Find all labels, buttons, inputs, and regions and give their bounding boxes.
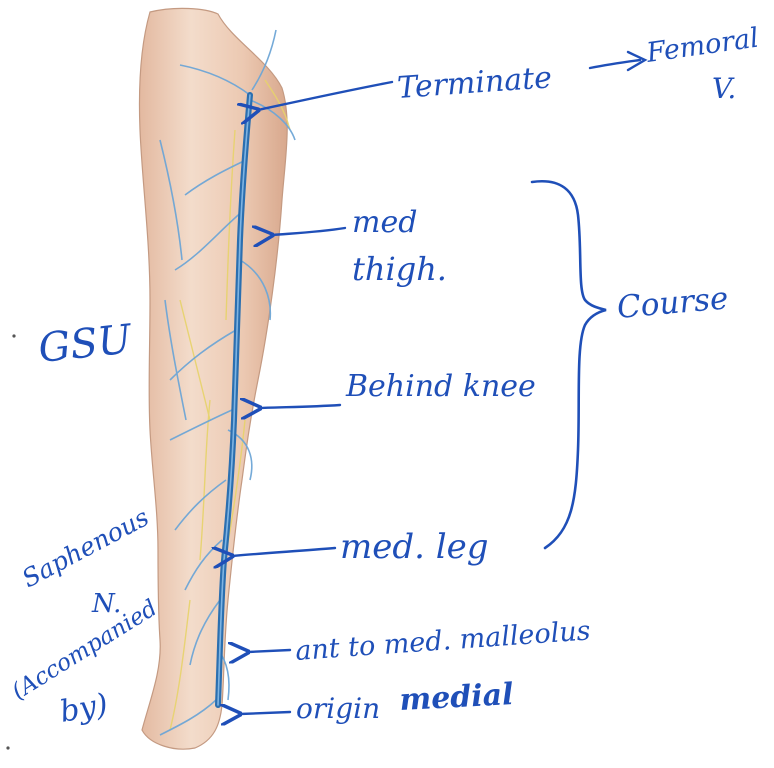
arrow-origin (240, 712, 290, 714)
label-saphenous-1: Saphenous (17, 502, 153, 593)
leg-outline (139, 8, 287, 749)
label-saphenous-3: (Accompanied (7, 595, 162, 705)
arrow-med-leg (232, 548, 335, 556)
label-med-leg: med. leg (340, 527, 489, 567)
label-med-thigh-2: thigh. (352, 250, 447, 288)
label-gsu: GSU (36, 316, 135, 372)
pen-dot (6, 746, 9, 749)
label-saphenous-4: by) (57, 687, 110, 730)
arrow-med-thigh (272, 228, 345, 235)
label-origin-medial: medial (399, 677, 515, 718)
arrow-ant-malleolus (248, 650, 290, 652)
label-course: Course (616, 280, 730, 326)
right-curly-brace-icon (532, 181, 606, 548)
label-ant-malleolus: ant to med. malleolus (294, 615, 591, 667)
arrow-behind-knee (260, 405, 340, 408)
label-behind-knee: Behind knee (345, 369, 536, 404)
label-terminate: Terminate (396, 60, 553, 106)
label-med-thigh-1: med (352, 205, 417, 240)
pen-dot (12, 334, 15, 337)
label-femoral-v: V. (712, 72, 736, 105)
leg-anatomy-illustration (139, 8, 295, 749)
label-femoral: Femoral (644, 23, 761, 70)
label-origin: origin (296, 692, 380, 725)
